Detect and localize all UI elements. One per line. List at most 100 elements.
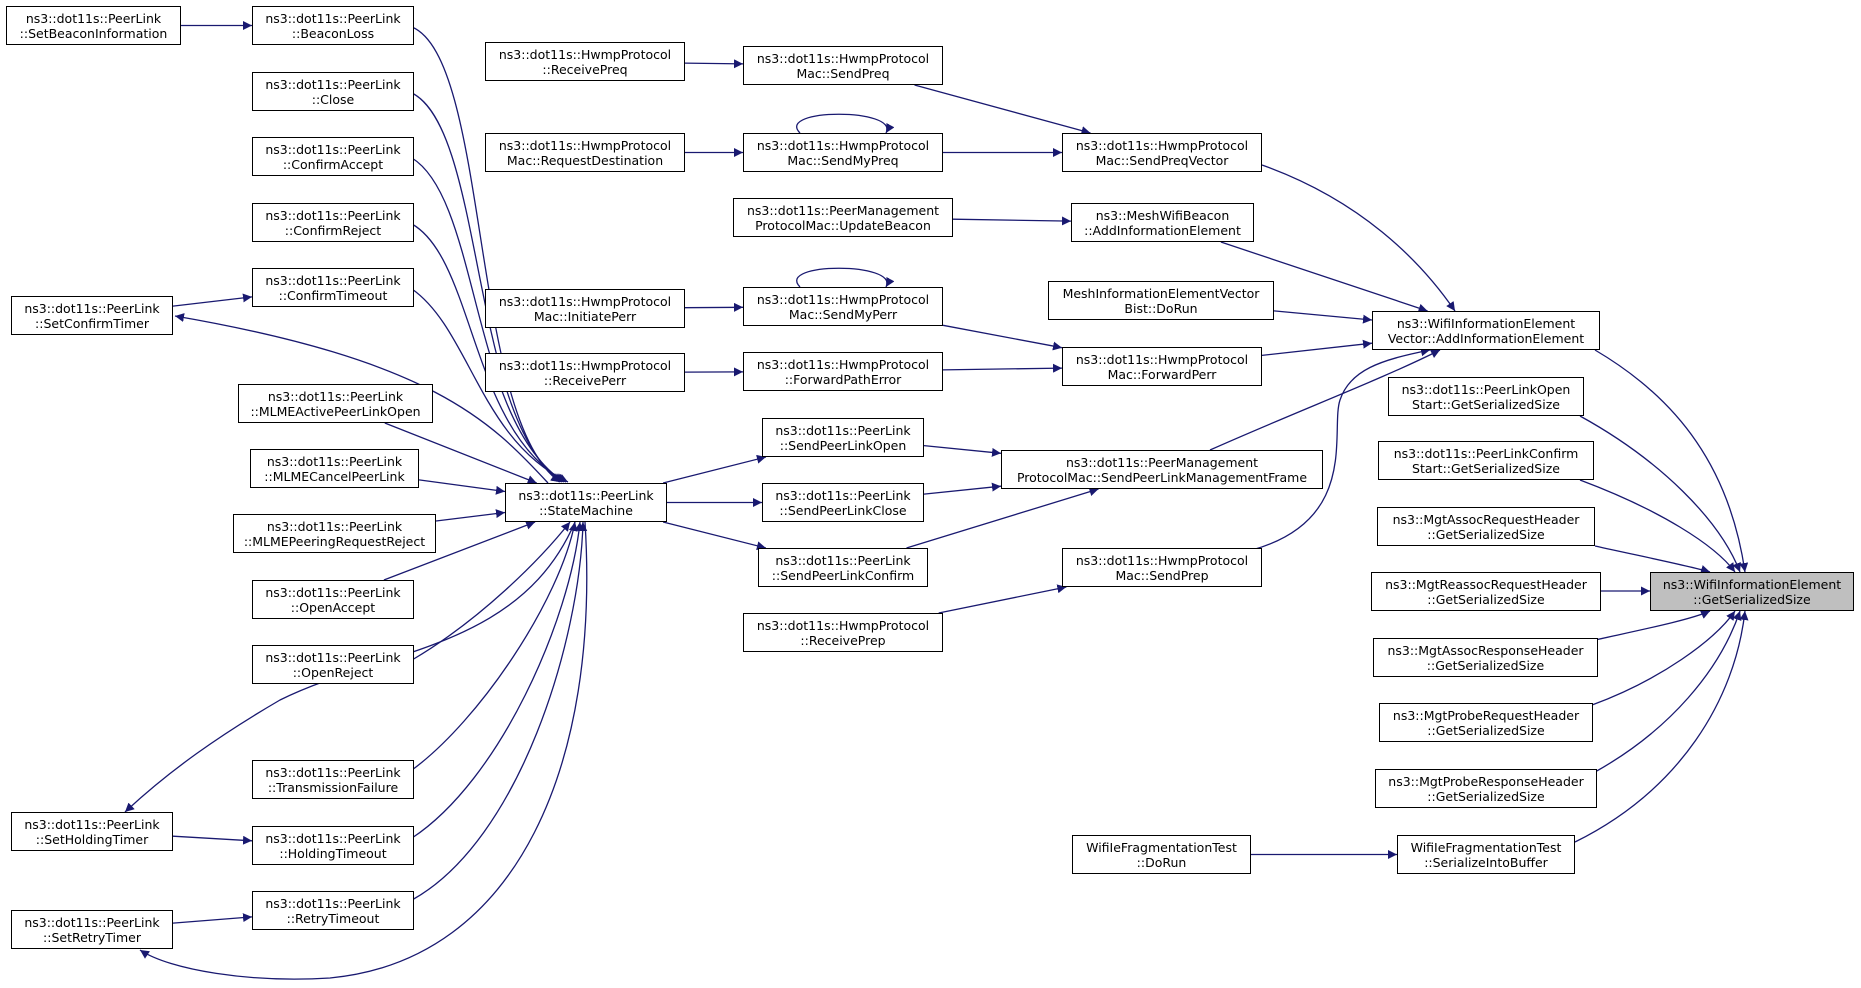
node-label-line-1: ns3::dot11s::HwmpProtocol [498,137,672,153]
edge-pmpSendFrame-to-wifiIeVectorAdd [1209,349,1441,451]
node-label-line-2: ::RetryTimeout [286,910,380,926]
edge-mlmeCancel-to-stateMachine [418,479,506,495]
node-label-line-2: ::TransmissionFailure [267,779,399,795]
node-label-line-2: Mac::SendMyPreq [787,152,899,168]
node-label-line-1: ns3::WifiInformationElement [1396,315,1576,331]
edge-pmpUpdateBeacon-to-meshWifiBeacon [952,216,1072,226]
edge-transFailure-to-stateMachine [411,521,578,771]
node-sendPeerLinkClose[interactable]: ns3::dot11s::PeerLink::SendPeerLinkClose [762,483,924,522]
node-label-line-1: ns3::dot11s::HwmpProtocol [756,356,930,372]
node-openReject[interactable]: ns3::dot11s::PeerLink::OpenReject [252,645,414,684]
node-label-line-1: ns3::dot11s::PeerManagement [746,202,940,218]
node-mgtAssocReq[interactable]: ns3::MgtAssocRequestHeader::GetSerialize… [1377,507,1595,546]
node-confirmAccept[interactable]: ns3::dot11s::PeerLink::ConfirmAccept [252,137,414,176]
node-label-line-2: ::GetSerializedSize [1427,722,1545,738]
node-label-line-1: ns3::WifiInformationElement [1662,576,1842,592]
edge-sendMyPreq-to-sendMyPreq [796,113,895,134]
node-holdingTimeout[interactable]: ns3::dot11s::PeerLink::HoldingTimeout [252,826,414,865]
node-meshWifiBeacon[interactable]: ns3::MeshWifiBeacon::AddInformationEleme… [1071,203,1254,242]
node-close[interactable]: ns3::dot11s::PeerLink::Close [252,72,414,111]
node-label-line-2: ProtocolMac::UpdateBeacon [755,217,931,233]
node-label-line-2: ::GetSerializedSize [1427,526,1545,542]
node-setRetryTimer[interactable]: ns3::dot11s::PeerLink::SetRetryTimer [11,910,173,949]
edge-wifiIeVectorAdd-to-target [1594,349,1749,573]
node-label-line-1: ns3::dot11s::PeerLink [266,453,403,469]
node-stateMachine[interactable]: ns3::dot11s::PeerLink::StateMachine [505,483,667,522]
node-label-line-1: ns3::dot11s::PeerLink [267,388,404,404]
node-setBeaconInfo[interactable]: ns3::dot11s::PeerLink::SetBeaconInformat… [6,6,181,45]
node-label-line-2: Start::GetSerializedSize [1412,460,1560,476]
node-receivePreq[interactable]: ns3::dot11s::HwmpProtocol::ReceivePreq [485,42,685,81]
node-mlmeCancel[interactable]: ns3::dot11s::PeerLink::MLMECancelPeerLin… [250,449,419,488]
node-mlmePeering[interactable]: ns3::dot11s::PeerLink::MLMEPeeringReques… [233,514,436,553]
node-mgtAssocResp[interactable]: ns3::MgtAssocResponseHeader::GetSerializ… [1373,638,1598,677]
node-label-line-1: ns3::dot11s::PeerLink [265,10,401,26]
node-label-line-2: ::ForwardPathError [784,371,902,387]
node-retryTimeout[interactable]: ns3::dot11s::PeerLink::RetryTimeout [252,891,414,930]
node-mlmeActive[interactable]: ns3::dot11s::PeerLink::MLMEActivePeerLin… [238,384,433,423]
node-target[interactable]: ns3::WifiInformationElement::GetSerializ… [1650,572,1854,611]
edge-sendPreq-to-sendPreqVector [914,84,1091,135]
node-mgtReassocReq[interactable]: ns3::MgtReassocRequestHeader::GetSeriali… [1371,572,1601,611]
node-confirmReject[interactable]: ns3::dot11s::PeerLink::ConfirmReject [252,203,414,242]
edge-stateMachine-to-setRetryTimer [139,521,588,980]
node-openAccept[interactable]: ns3::dot11s::PeerLink::OpenAccept [252,580,414,619]
node-label-line-1: ns3::dot11s::PeerLink [265,584,401,600]
node-mgtProbeResp[interactable]: ns3::MgtProbeResponseHeader::GetSerializ… [1375,769,1597,808]
node-label-line-2: ::GetSerializedSize [1693,591,1811,607]
node-wifiIeDoRun[interactable]: WifiIeFragmentationTest::DoRun [1072,835,1251,874]
node-label-line-1: ns3::MgtProbeResponseHeader [1388,773,1584,789]
node-label-line-2: ::ConfirmAccept [282,156,384,172]
node-beaconLoss[interactable]: ns3::dot11s::PeerLink::BeaconLoss [252,6,414,45]
node-label-line-1: ns3::dot11s::HwmpProtocol [756,137,930,153]
edge-setConfirmTimer-to-confirmTimeout [172,293,253,307]
node-forwardPathError[interactable]: ns3::dot11s::HwmpProtocol::ForwardPathEr… [743,352,943,391]
node-serializeIntoBuffer[interactable]: WifiIeFragmentationTest::SerializeIntoBu… [1397,835,1575,874]
node-sendPeerLinkConfirm[interactable]: ns3::dot11s::PeerLink::SendPeerLinkConfi… [758,548,928,587]
edge-meshIeVector-to-wifiIeVectorAdd [1273,310,1373,324]
edge-sendPrep-to-wifiIeVectorAdd [1251,347,1431,551]
node-transFailure[interactable]: ns3::dot11s::PeerLink::TransmissionFailu… [252,760,414,799]
node-label-line-1: ns3::dot11s::HwmpProtocol [756,291,930,307]
node-setHoldingTimer[interactable]: ns3::dot11s::PeerLink::SetHoldingTimer [11,812,173,851]
edge-stateMachine-to-sendPeerLinkConfirm [662,521,767,551]
node-receivePerr[interactable]: ns3::dot11s::HwmpProtocol::ReceivePerr [485,353,685,392]
node-label-line-1: WifiIeFragmentationTest [1410,839,1562,855]
node-label-line-2: ::SetRetryTimer [43,929,141,945]
node-label-line-1: ns3::dot11s::HwmpProtocol [1075,552,1249,568]
edge-close-to-stateMachine [411,92,563,483]
node-receivePrep[interactable]: ns3::dot11s::HwmpProtocol::ReceivePrep [743,613,943,652]
node-label-line-1: ns3::dot11s::PeerLink [265,272,401,288]
node-label-line-2: ::SerializeIntoBuffer [1424,854,1548,870]
node-label-line-1: ns3::dot11s::PeerLink [265,207,401,223]
edge-sendMyPerr-to-sendMyPerr [796,267,895,288]
node-mgtProbeReq[interactable]: ns3::MgtProbeRequestHeader::GetSerialize… [1379,703,1593,742]
edge-mlmePeering-to-stateMachine [435,509,506,522]
node-setConfirmTimer[interactable]: ns3::dot11s::PeerLink::SetConfirmTimer [11,296,173,335]
node-label-line-1: ns3::dot11s::HwmpProtocol [1075,137,1249,153]
node-label-line-1: ns3::dot11s::PeerManagement [1065,454,1259,470]
edge-sendMyPerr-to-forwardPerr [942,324,1063,351]
node-label-line-1: ns3::dot11s::PeerLink [265,76,401,92]
node-confirmTimeout[interactable]: ns3::dot11s::PeerLink::ConfirmTimeout [252,268,414,307]
edge-setRetryTimer-to-retryTimeout [172,913,253,924]
node-label-line-1: ns3::dot11s::PeerLink [25,10,162,26]
edge-receivePreq-to-sendPreq [684,59,744,69]
node-sendPeerLinkOpen[interactable]: ns3::dot11s::PeerLink::SendPeerLinkOpen [762,418,924,457]
node-label-line-2: ::SendPeerLinkConfirm [771,567,915,583]
